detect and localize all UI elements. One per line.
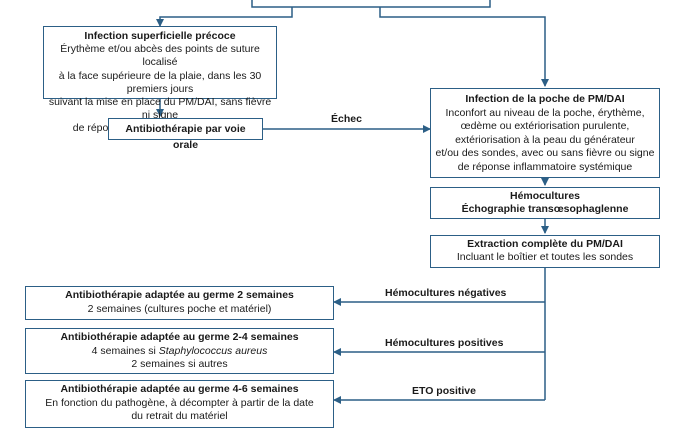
box-title: Antibiothérapie par voie orale: [125, 123, 246, 151]
box-title: Infection superficielle précoce: [84, 30, 236, 42]
connector-top-right: [379, 7, 549, 87]
connector-top-left: [156, 7, 293, 27]
box-line: œdème ou extériorisation purulente,: [460, 120, 630, 133]
box-line: Échographie transœsophaglenne: [461, 203, 629, 216]
edge-label-echec: Échec: [331, 113, 362, 125]
box-title: Extraction complète du PM/DAI: [467, 238, 623, 250]
box-line: 2 semaines (cultures poche et matériel): [87, 302, 272, 315]
box-hemocultures-eto: Hémocultures Échographie transœsophaglen…: [430, 187, 660, 219]
box-line: du retrait du matériel: [131, 410, 228, 423]
box-line: Érythème et/ou abcès des points de sutur…: [60, 43, 260, 69]
box-line: et/ou des sondes, avec ou sans fièvre ou…: [435, 147, 655, 160]
line-prefix: 4 semaines si: [91, 344, 159, 357]
box-line: de réponse inflammatoire systémique: [457, 160, 633, 173]
edge-label-hemocultures-positives: Hémocultures positives: [385, 337, 504, 349]
box-line: 2 semaines si autres: [131, 358, 228, 371]
edge-label-hemocultures-negatives: Hémocultures négatives: [385, 287, 507, 299]
pathogen-name: Staphylococcus aureus: [158, 344, 268, 357]
box-antibiotherapie-4-6-semaines: Antibiothérapie adaptée au germe 4-6 sem…: [25, 380, 334, 428]
box-line: Incluant le boîtier et toutes les sondes: [456, 251, 634, 264]
box-line: extériorisation à la peau du générateur: [455, 133, 635, 146]
box-line: Inconfort au niveau de la poche, érythèm…: [445, 106, 645, 119]
box-infection-poche: Infection de la poche de PM/DAI Inconfor…: [430, 88, 660, 178]
box-antibiotherapie-orale: Antibiothérapie par voie orale: [108, 118, 263, 151]
box-title: Antibiothérapie adaptée au germe 2-4 sem…: [60, 331, 299, 343]
box-title: Infection de la poche de PM/DAI: [465, 93, 625, 105]
top-box-fragment: [251, 0, 491, 8]
box-infection-superficielle: Infection superficielle précoce Érythème…: [43, 26, 277, 134]
box-extraction: Extraction complète du PM/DAI Incluant l…: [430, 235, 660, 268]
box-antibiotherapie-2-semaines: Antibiothérapie adaptée au germe 2 semai…: [25, 286, 334, 320]
box-line: à la face supérieure de la plaie, dans l…: [58, 69, 262, 95]
box-title: Antibiothérapie adaptée au germe 2 semai…: [65, 289, 294, 301]
edge-label-eto-positive: ETO positive: [412, 385, 476, 397]
box-line: Hémocultures: [509, 190, 581, 202]
box-line: En fonction du pathogène, à décompter à …: [45, 396, 314, 409]
box-title: Antibiothérapie adaptée au germe 4-6 sem…: [60, 383, 299, 395]
box-antibiotherapie-2-4-semaines: Antibiothérapie adaptée au germe 2-4 sem…: [25, 328, 334, 374]
box-line: 4 semaines si Staphylococcus aureus: [30, 345, 329, 359]
